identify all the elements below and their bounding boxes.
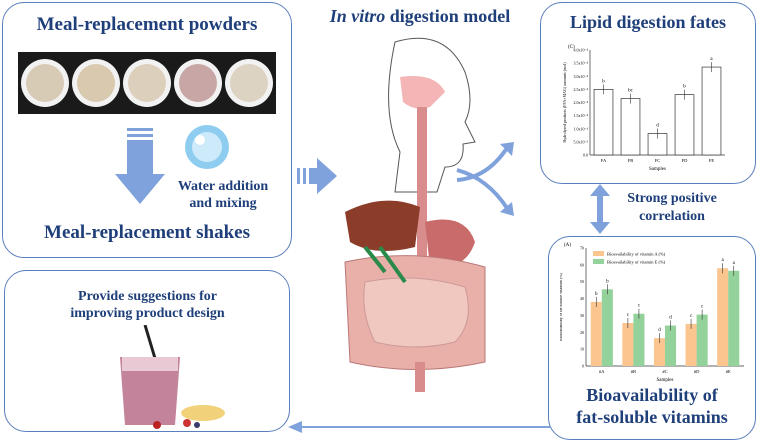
y-tick-label: 3.0x10⁻⁴ [573,74,588,79]
title-italic: In vitro [329,6,386,26]
y-tick-label: 60 [580,262,584,267]
powder-dishes [18,52,276,114]
y-tick-label: 4.0x10⁻⁴ [573,48,588,53]
significance-letter: bc [628,89,634,94]
x-tick-label: #A [599,369,605,374]
significance-letter: c [690,314,693,319]
legend-label: Bioavailability of vitamin E (%) [607,260,666,265]
bar [674,94,695,156]
vitamin-title-line2: fat-soluble vitamins [576,407,728,427]
right-arrow-icon [297,158,337,194]
vitamin-title: Bioavailability of fat-soluble vitamins [548,384,756,428]
water-droplet-icon [185,125,229,169]
legend-label: Bioavailability of vitamin A (%) [607,252,666,257]
y-tick-label: 70 [580,246,584,251]
significance-letter: a [722,258,725,263]
x-tick-label: #E [726,369,731,374]
x-tick-label: FB [628,158,634,163]
y-tick-label: 0.0 [583,153,588,158]
dish [21,59,69,107]
powders-title: Meal-replacement powders [36,14,258,35]
bar [590,301,602,366]
left-arrow-icon [288,421,550,433]
bar [633,313,645,366]
x-tick-label: FC [655,158,661,163]
x-tick-label: FD [682,158,689,163]
significance-letter: d [669,316,672,321]
bar [701,66,722,156]
y-tick-label: 2.5x10⁻⁴ [573,87,588,92]
x-tick-label: #B [631,369,636,374]
shakes-title: Meal-replacement shakes [44,222,250,243]
curved-arrows-icon [456,142,514,216]
bar [653,338,665,366]
bar [601,289,613,366]
significance-letter: c [701,305,704,310]
y-tick-label: 1.0x10⁻⁴ [573,126,588,131]
vitamin-title-line1: Bioavailability of [586,385,718,405]
x-tick-label: FA [601,158,607,163]
correlation-label: Strong positive correlation [627,191,717,224]
y-axis-label: Hydrolysed products (FFA+MAG) amounts (m… [562,62,567,143]
digestion-model-title: In vitro digestion model [300,6,540,27]
significance-letter: d [658,328,661,333]
y-tick-label: 30 [580,313,584,318]
bar [717,268,729,366]
significance-letter: d [656,123,659,128]
y-axis-label: Bioavailability of fat-soluble vitamins … [560,272,563,341]
x-tick-label: FE [709,158,715,163]
double-arrow-icon [590,184,610,234]
x-tick-label: #D [694,369,700,374]
significance-letter: a [733,261,736,266]
legend-swatch [593,251,604,256]
y-tick-label: 50 [580,279,584,284]
x-axis-label: Samples [657,378,674,382]
bar [728,270,740,366]
significance-letter: b [606,279,609,284]
x-axis-label: Samples [649,167,666,172]
y-tick-label: 3.5x10⁻⁴ [573,61,588,66]
y-tick-label: 1.5x10⁻⁴ [573,113,588,118]
smoothie-image [120,325,225,429]
y-tick-label: 40 [580,296,584,301]
suggestions-title: Provide suggestions for improving produc… [70,289,225,321]
significance-letter: b [683,85,686,90]
water-mixing-label: Water addition and mixing [177,179,269,211]
bar [620,98,641,156]
bar [685,323,697,366]
significance-letter: c [627,313,630,318]
vitamin-panel [548,236,756,440]
digestive-system-illustration [344,37,486,392]
y-tick-label: 10 [580,347,584,352]
down-arrow-icon [115,128,165,204]
significance-letter: b [595,292,598,297]
y-tick-label: 2.0x10⁻⁴ [573,100,588,105]
powders-panel [2,2,292,258]
lipid-title: Lipid digestion fates [569,12,727,32]
panel-label: (C) [568,45,575,50]
significance-letter: b [602,79,605,84]
bar [665,325,677,366]
y-tick-label: 0 [582,364,584,369]
y-tick-label: 20 [580,330,584,335]
bar [696,314,708,366]
significance-letter: a [710,57,713,62]
panel-label: (A) [564,243,571,248]
suggestions-panel [4,270,290,432]
lipid-chart: (C) 0.0 5.0x10⁻⁵ 1.0x10⁻⁴ 1.5x10⁻⁴ 2.0x10⁻⁴ 2.… [562,45,725,172]
x-tick-label: #C [662,369,667,374]
title-rest: digestion model [385,6,511,26]
bar [622,323,634,366]
bar [593,89,614,156]
lipid-panel [540,2,756,184]
significance-letter: c [638,304,641,309]
y-tick-label: 5.0x10⁻⁵ [573,139,588,144]
legend-swatch [593,259,604,264]
